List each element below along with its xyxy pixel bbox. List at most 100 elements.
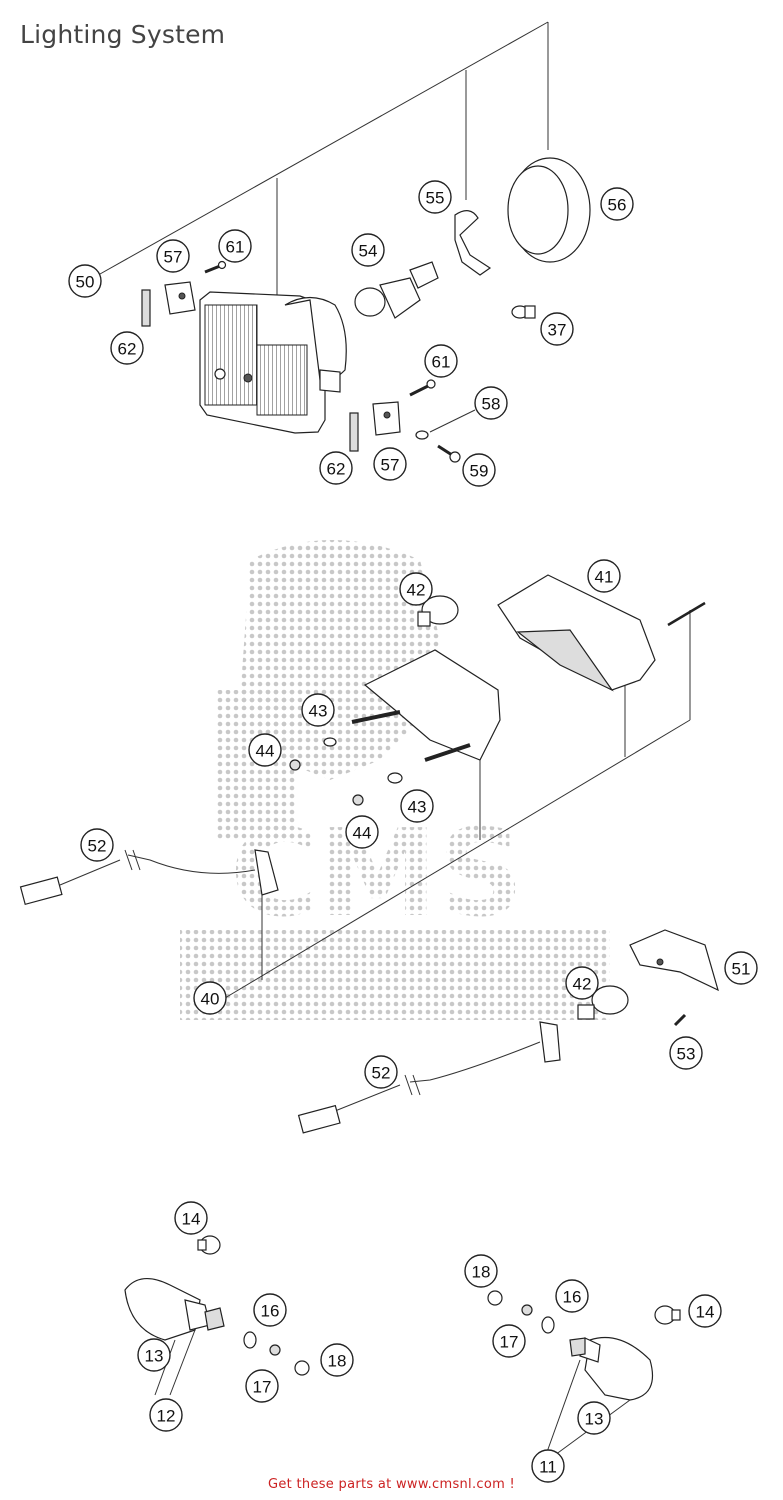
callout-label: 44 (353, 824, 372, 843)
callout-label: 62 (118, 340, 137, 359)
washer-58 (415, 430, 429, 440)
nut-44-left (289, 759, 301, 771)
washer-16-left (243, 1331, 257, 1349)
callout-label: 42 (407, 581, 426, 600)
callout-11: 11 (531, 1449, 565, 1483)
callout-label: 61 (432, 353, 451, 372)
callout-13: 13 (137, 1338, 171, 1372)
headlight-housing (199, 291, 347, 434)
screw-61-bottom (409, 379, 436, 397)
callout-56: 56 (600, 187, 634, 221)
callout-42: 42 (399, 572, 433, 606)
callout-41: 41 (587, 559, 621, 593)
headlight-leader-lines (99, 21, 549, 433)
callout-label: 17 (253, 1378, 272, 1397)
callout-label: 57 (381, 456, 400, 475)
turn-signal-leader-lines (154, 1329, 631, 1456)
callout-18: 18 (464, 1254, 498, 1288)
callout-label: 18 (472, 1263, 491, 1282)
callout-label: 53 (677, 1045, 696, 1064)
callout-52: 52 (364, 1055, 398, 1089)
callout-53: 53 (669, 1036, 703, 1070)
callout-label: 11 (539, 1458, 557, 1477)
callout-label: 52 (372, 1064, 391, 1083)
spring-clip-55 (454, 210, 492, 276)
callout-50: 50 (68, 264, 102, 298)
turn-signal-right (569, 1336, 654, 1401)
callout-55: 55 (418, 180, 452, 214)
callout-58: 58 (474, 386, 508, 420)
callout-label: 57 (164, 248, 183, 267)
nut-17-left (269, 1344, 281, 1356)
callout-label: 51 (732, 960, 751, 979)
callout-12: 12 (149, 1398, 183, 1432)
callout-label: 40 (201, 990, 220, 1009)
callout-62: 62 (110, 331, 144, 365)
callout-43: 43 (301, 693, 335, 727)
callout-40: 40 (193, 981, 227, 1015)
callout-label: 13 (585, 1410, 604, 1429)
callout-label: 18 (328, 1352, 347, 1371)
callout-17: 17 (245, 1369, 279, 1403)
callout-label: 50 (76, 273, 95, 292)
tail-bulb-42-bottom (577, 985, 629, 1020)
callout-54: 54 (351, 233, 385, 267)
callout-44: 44 (248, 733, 282, 767)
callout-59: 59 (462, 453, 496, 487)
callout-14: 14 (688, 1294, 722, 1328)
page-title: Lighting System (20, 20, 226, 49)
bracket-51 (629, 929, 719, 992)
clip-62-top (141, 289, 151, 327)
callout-label: 52 (88, 837, 107, 856)
callout-52: 52 (80, 828, 114, 862)
taillight-body (351, 649, 501, 762)
nut-44-right (352, 794, 364, 806)
callout-14: 14 (174, 1201, 208, 1235)
turn-signal-left (124, 1278, 225, 1341)
callout-42: 42 (565, 966, 599, 1000)
callout-label: 12 (157, 1407, 176, 1426)
lens-screw (667, 601, 706, 627)
callout-18: 18 (320, 1343, 354, 1377)
callout-16: 16 (555, 1279, 589, 1313)
callout-label: 59 (470, 462, 489, 481)
callout-label: 56 (608, 196, 627, 215)
callout-label: 13 (145, 1347, 164, 1366)
bolt-59 (437, 444, 461, 463)
tail-lens-41 (497, 574, 656, 692)
tail-bulb-42-top (417, 595, 459, 627)
callout-label: 62 (327, 460, 346, 479)
callout-label: 61 (226, 238, 245, 257)
footer-link[interactable]: Get these parts at www.cmsnl.com ! (268, 1477, 516, 1492)
nut-18-left (294, 1360, 310, 1376)
washer-16-right (541, 1316, 555, 1334)
bracket-57-bottom (372, 401, 401, 436)
callout-61: 61 (424, 344, 458, 378)
screw-61-top (204, 260, 227, 274)
cms-watermark: CMS (180, 540, 610, 1020)
callout-57: 57 (373, 447, 407, 481)
callout-label: 43 (309, 702, 328, 721)
callout-label: 17 (500, 1333, 519, 1352)
parking-bulb-37 (511, 305, 536, 319)
clip-62-bottom (349, 412, 359, 452)
washer-43-right (387, 772, 403, 784)
callout-44: 44 (345, 815, 379, 849)
callout-label: 42 (573, 975, 592, 994)
washer-43-left (323, 737, 337, 747)
nut-17-right (521, 1304, 533, 1316)
callout-label: 16 (563, 1288, 582, 1307)
callout-label: 58 (482, 395, 501, 414)
callout-label: 14 (696, 1303, 715, 1322)
callout-61: 61 (218, 229, 252, 263)
callout-label: 14 (182, 1210, 201, 1229)
callout-label: 37 (548, 321, 567, 340)
nut-18-right (487, 1290, 503, 1306)
callout-51: 51 (724, 951, 758, 985)
cable-52-top (19, 849, 279, 906)
cable-52-bottom (297, 1021, 561, 1134)
bulb-14-left (197, 1235, 221, 1255)
callout-37: 37 (540, 312, 574, 346)
callout-16: 16 (253, 1293, 287, 1327)
